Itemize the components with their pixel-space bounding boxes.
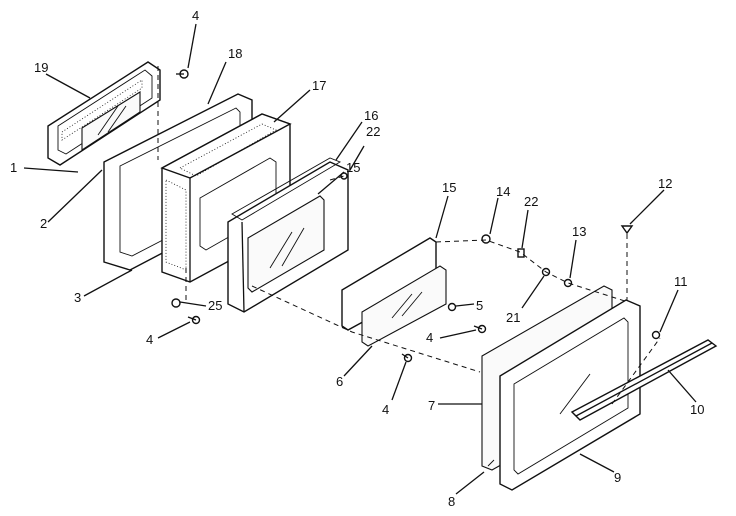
- callout-6: 6: [336, 374, 343, 389]
- part-20-back-panel: [47, 61, 161, 166]
- leader-lines: [23, 23, 697, 495]
- callout-25: 25: [208, 298, 222, 313]
- callout-15: 15: [442, 180, 456, 195]
- callout-7: 7: [428, 398, 435, 413]
- callout-12: 12: [658, 176, 672, 191]
- callout-23: 22: [366, 124, 380, 139]
- callout-3: 3: [74, 290, 81, 305]
- part-10-handle: [570, 339, 718, 421]
- part-16-inner-liner: [227, 157, 349, 313]
- callout-4-top: 4: [192, 8, 199, 23]
- callout-19: 18: [228, 46, 242, 61]
- callout-4-mid: 4: [426, 330, 433, 345]
- callout-16: 15: [346, 160, 360, 175]
- part-6-middle-glass: [361, 265, 447, 347]
- callout-21: 21: [506, 310, 520, 325]
- callout-14: 14: [496, 184, 510, 199]
- callout-22: 22: [524, 194, 538, 209]
- callout-18: 17: [312, 78, 326, 93]
- callout-1: 1: [10, 160, 17, 175]
- part-9-door-frame: [499, 299, 641, 491]
- callout-4-bottom: 4: [382, 402, 389, 417]
- callout-20: 19: [34, 60, 48, 75]
- callout-5: 5: [476, 298, 483, 313]
- callout-11: 11: [674, 274, 688, 289]
- assembly-lines: [157, 66, 661, 405]
- callout-labels: 4 19 18 17 16 22 15 1 2 3 25 4 15 14 22 …: [10, 8, 704, 509]
- callout-4-left: 4: [146, 332, 153, 347]
- callout-10: 10: [690, 402, 704, 417]
- callout-9: 9: [614, 470, 621, 485]
- callout-17: 16: [364, 108, 378, 123]
- callout-2: 2: [40, 216, 47, 231]
- callout-8: 8: [448, 494, 455, 509]
- callout-13: 13: [572, 224, 586, 239]
- fasteners: [171, 69, 661, 467]
